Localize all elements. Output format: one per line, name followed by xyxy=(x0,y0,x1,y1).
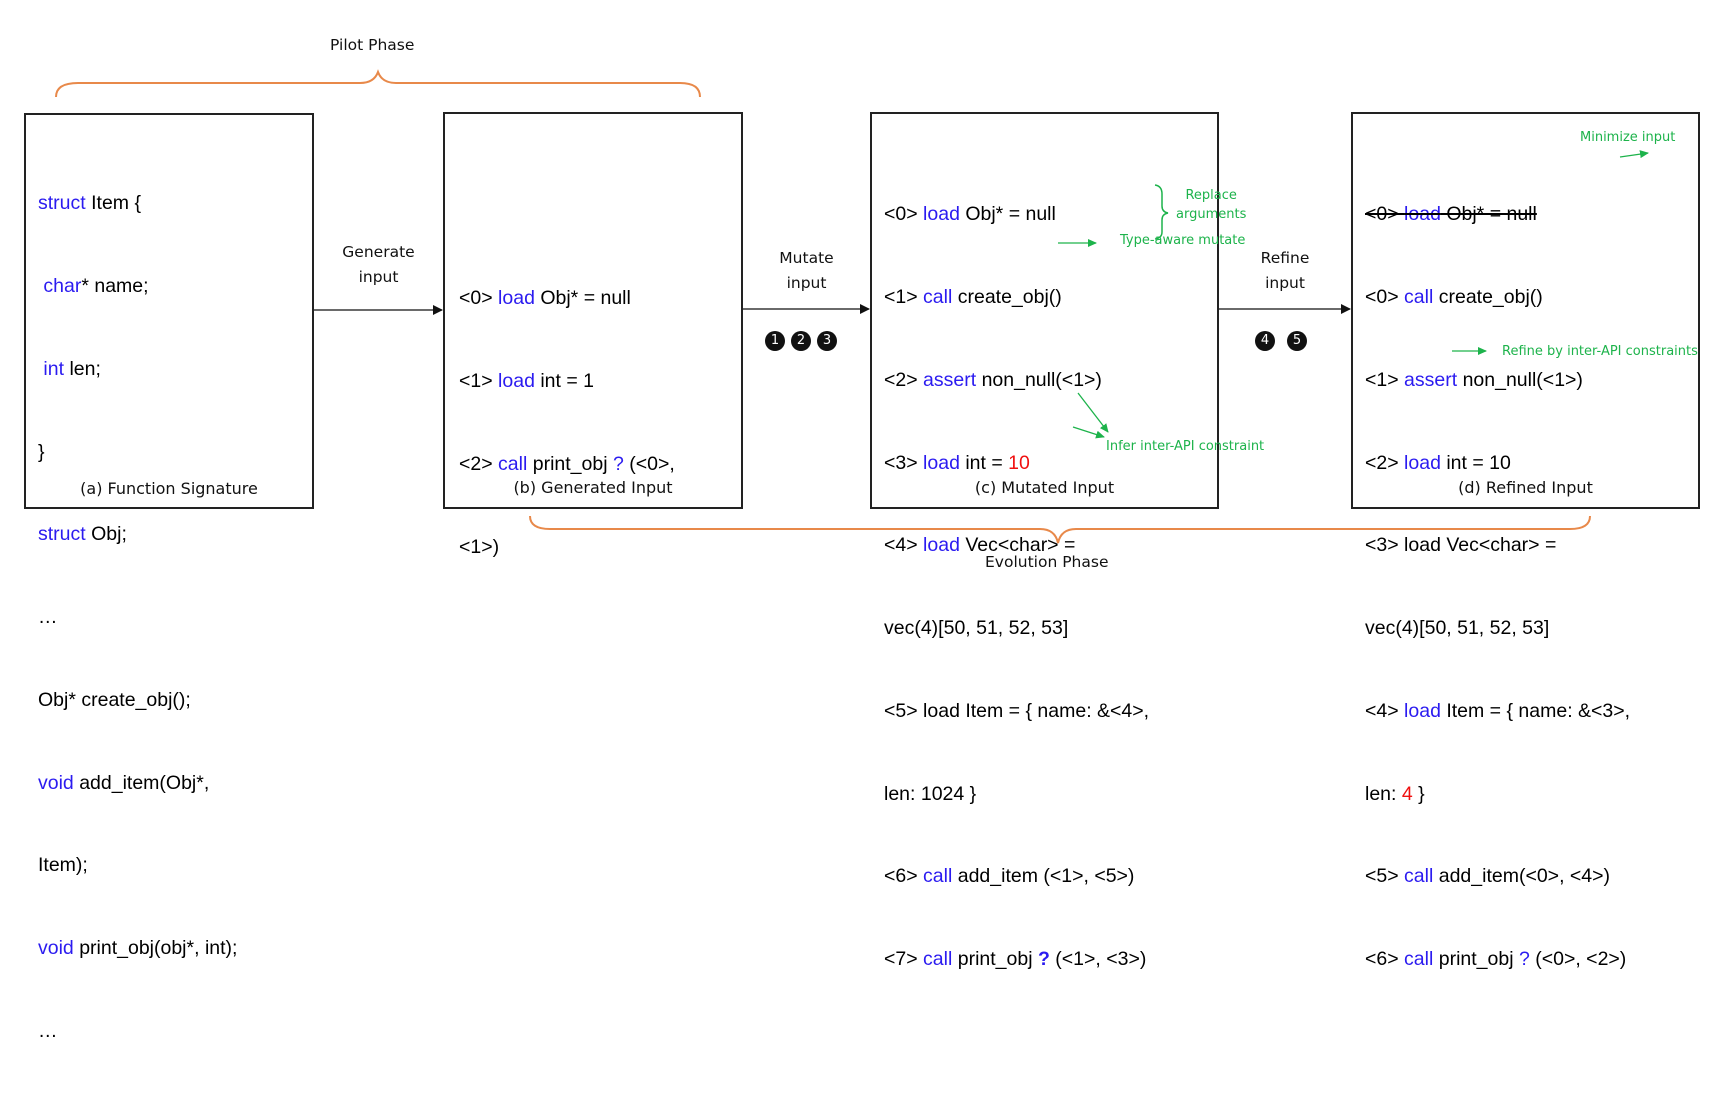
code-line: Item); xyxy=(38,854,88,877)
function-signature-box: struct Item { char* name; int len; } str… xyxy=(24,113,314,1042)
mutated-input-box: <0> load Obj* = null <1> call create_obj… xyxy=(870,112,1219,970)
refine-constraints-annotation: Refine by inter-API constraints xyxy=(1502,344,1698,359)
code-line: char* name; xyxy=(43,274,149,297)
generated-input-box: <0> load Obj* = null <1> load int = 1 <2… xyxy=(443,112,743,558)
function-signature-code: struct Item { char* name; int len; } str… xyxy=(38,135,237,1101)
unknown-constraint-marker: ? xyxy=(1037,948,1050,971)
box-caption: (d) Refined Input xyxy=(1458,478,1593,497)
refined-value: 4 xyxy=(1401,782,1413,805)
code-line: <1> load int = 1 xyxy=(459,369,595,392)
type-aware-mutate-annotation: Type-aware mutate xyxy=(1120,233,1246,248)
code-line: … xyxy=(38,1020,58,1042)
code-line: <3> load Vec<char> = xyxy=(1365,534,1557,557)
code-line: int len; xyxy=(43,357,101,380)
unknown-constraint-marker: ? xyxy=(612,452,624,475)
code-line: <4> load Item = { name: &<3>, xyxy=(1365,699,1631,722)
code-line: <4> load Vec<char> = xyxy=(884,534,1076,557)
generated-input-code: <0> load Obj* = null <1> load int = 1 <2… xyxy=(459,230,675,616)
code-line: vec(4)[50, 51, 52, 53] xyxy=(884,617,1069,640)
code-line: } xyxy=(38,440,45,463)
code-line: <2> load int = 10 xyxy=(1365,451,1511,474)
code-line: <1>) xyxy=(459,535,500,558)
minimize-input-annotation: Minimize input xyxy=(1580,130,1676,145)
pilot-phase-label: Pilot Phase xyxy=(330,36,415,54)
step-badge: 5 xyxy=(1287,331,1307,351)
refined-input-code: <0> load Obj* = null <0> call create_obj… xyxy=(1365,146,1630,1029)
code-line: … xyxy=(38,606,58,629)
code-line: <7> call print_obj ? (<1>, <3>) xyxy=(884,948,1147,971)
refined-input-box: <0> load Obj* = null <0> call create_obj… xyxy=(1351,112,1700,970)
code-line: vec(4)[50, 51, 52, 53] xyxy=(1365,617,1550,640)
step-badge: 4 xyxy=(1255,331,1275,351)
box-caption: (a) Function Signature xyxy=(80,479,258,498)
code-line: <0> call create_obj() xyxy=(1365,285,1543,308)
code-line: len: 1024 } xyxy=(884,782,977,805)
code-line: <6> call print_obj ? (<0>, <2>) xyxy=(1365,948,1627,971)
code-line: struct Obj; xyxy=(38,523,127,546)
code-line: <5> load Item = { name: &<4>, xyxy=(884,699,1150,722)
step-badge: 1 xyxy=(765,331,785,351)
pilot-phase-brace xyxy=(55,69,701,98)
mutation-steps: 1 2 3 xyxy=(765,331,837,351)
box-caption: (c) Mutated Input xyxy=(974,478,1115,497)
code-line: <1> assert non_null(<1>) xyxy=(1365,368,1583,391)
code-line: struct Item { xyxy=(38,192,141,215)
evolution-phase-label: Evolution Phase xyxy=(985,553,1109,571)
code-line: Obj* create_obj(); xyxy=(38,688,191,711)
step-badge: 2 xyxy=(791,331,811,351)
code-line: <0> load Obj* = null xyxy=(884,203,1056,226)
mutated-input-code: <0> load Obj* = null <1> call create_obj… xyxy=(884,146,1149,1029)
refinement-steps: 4 5 xyxy=(1255,331,1307,351)
code-line: <0> load Obj* = null xyxy=(459,287,631,310)
code-line: <2> assert non_null(<1>) xyxy=(884,368,1102,391)
code-line: void print_obj(obj*, int); xyxy=(38,937,238,960)
code-line: len: 4 } xyxy=(1365,782,1425,805)
code-line: <3> load int = 10 xyxy=(884,451,1030,474)
box-caption: (b) Generated Input xyxy=(513,478,673,497)
mutated-value: 10 xyxy=(1008,451,1030,474)
removed-code-line: <0> load Obj* = null xyxy=(1365,203,1537,226)
infer-constraint-annotation: Infer inter-API constraint xyxy=(1106,439,1265,454)
code-line: <5> call add_item(<0>, <4>) xyxy=(1365,865,1611,888)
code-line: void add_item(Obj*, xyxy=(38,771,210,794)
unknown-constraint-marker: ? xyxy=(1518,948,1530,971)
code-line: <1> call create_obj() xyxy=(884,285,1062,308)
code-line: <6> call add_item (<1>, <5>) xyxy=(884,865,1135,888)
step-badge: 3 xyxy=(817,331,837,351)
code-line: <2> call print_obj ? (<0>, xyxy=(459,452,675,475)
